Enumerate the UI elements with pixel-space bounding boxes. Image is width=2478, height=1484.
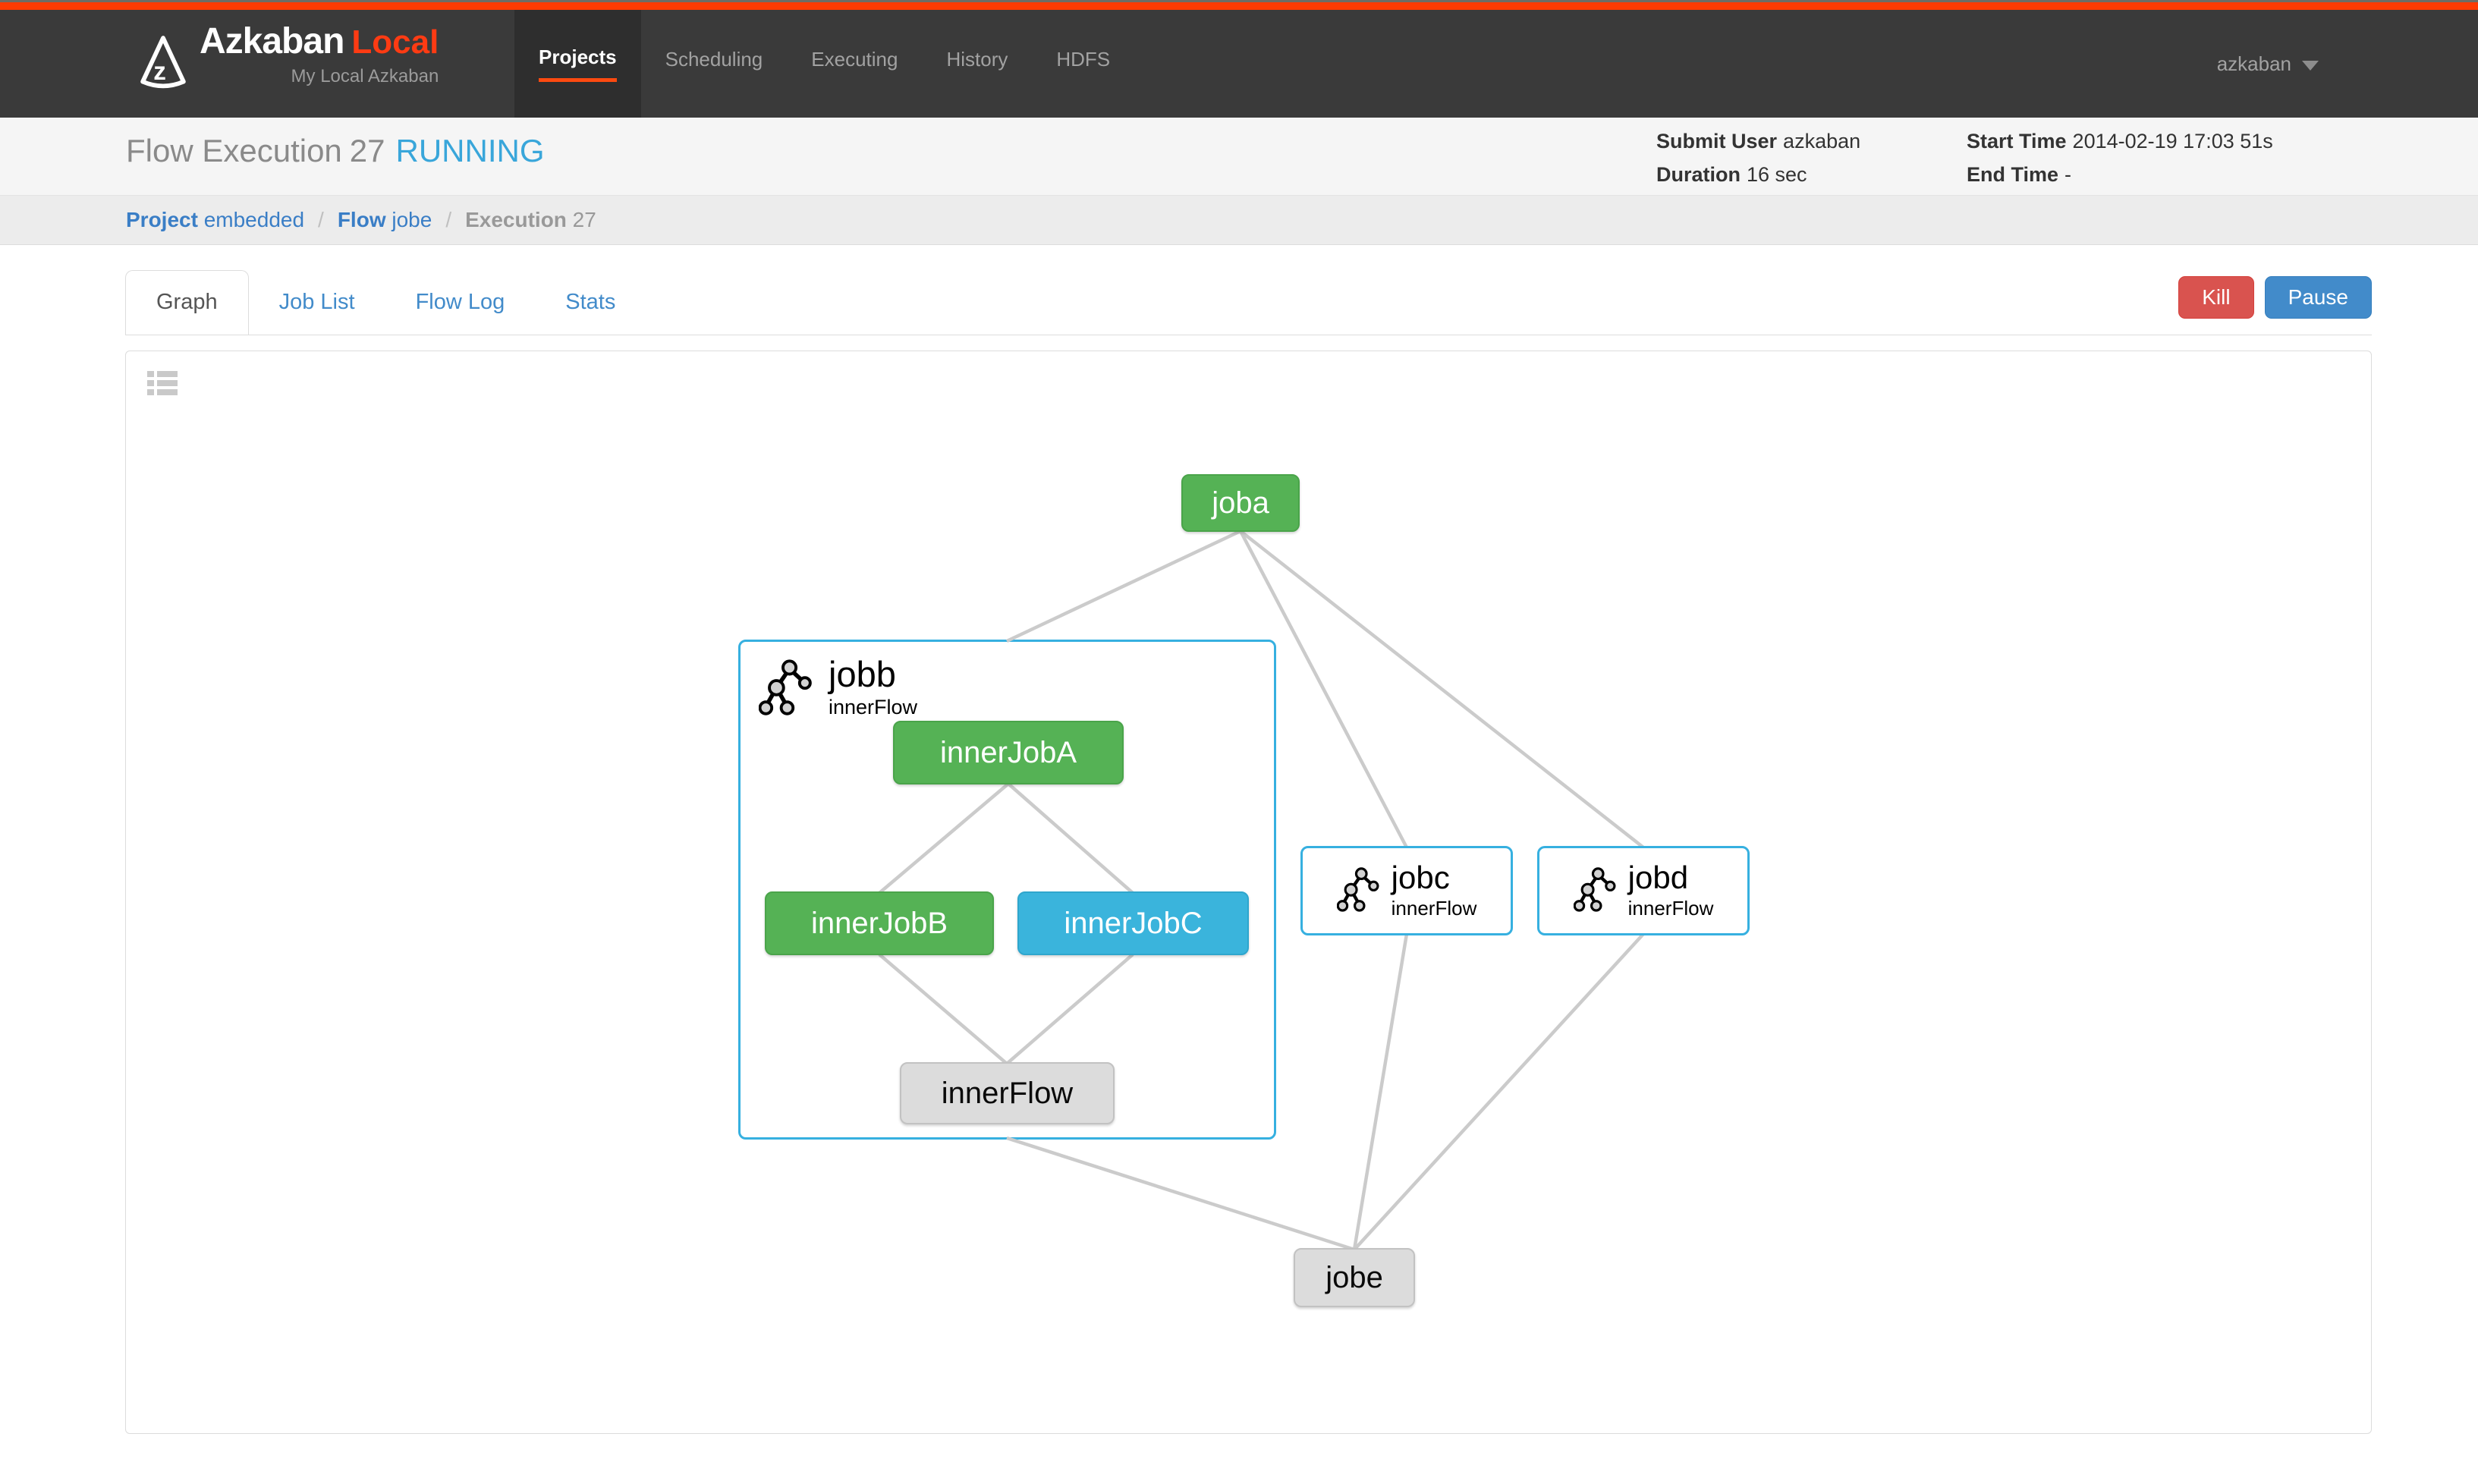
brand-subtitle: My Local Azkaban <box>291 66 439 86</box>
info-end-time: End Time- <box>1967 163 2072 186</box>
nav-item-label: Projects <box>539 46 617 82</box>
window-edge-strip <box>0 0 2478 2</box>
nav-item-projects[interactable]: Projects <box>514 10 641 118</box>
brand-suffix: Local <box>351 24 439 61</box>
node-label: innerJobA <box>939 735 1077 769</box>
embedded-flow-icon <box>1337 866 1384 916</box>
nav-item-scheduling[interactable]: Scheduling <box>641 10 788 118</box>
nav-item-label: HDFS <box>1056 47 1111 71</box>
tab-flow-log[interactable]: Flow Log <box>415 290 505 314</box>
tab-stats[interactable]: Stats <box>565 290 616 314</box>
embedded-flow-title: jobb <box>829 654 896 694</box>
node-label: innerJobC <box>1064 906 1203 940</box>
nav-item-label: History <box>946 47 1008 71</box>
embedded-flow-icon <box>1574 866 1621 916</box>
brand-name: Azkaban <box>200 21 344 61</box>
node-joba[interactable]: joba <box>1181 474 1300 532</box>
node-innerFlow[interactable]: innerFlow <box>900 1062 1115 1124</box>
nav-item-label: Executing <box>811 47 898 71</box>
node-label: joba <box>1212 486 1269 520</box>
breadcrumb-flow[interactable]: Flow jobe <box>337 208 432 231</box>
nav-item-hdfs[interactable]: HDFS <box>1032 10 1134 118</box>
node-innerJobC[interactable]: innerJobC <box>1017 891 1249 955</box>
tabs-row: Graph Job List Flow Log Stats Kill Pause <box>125 266 2372 335</box>
user-menu[interactable]: azkaban <box>2217 10 2319 118</box>
node-jobe[interactable]: jobe <box>1294 1248 1415 1307</box>
execution-id: 27 <box>349 133 385 168</box>
node-label: jobe <box>1325 1260 1383 1294</box>
tab-graph[interactable]: Graph <box>125 270 249 335</box>
embedded-flow-subtitle: innerFlow <box>1627 896 1714 920</box>
node-label: innerJobB <box>810 906 948 940</box>
nav-item-label: Scheduling <box>665 47 763 71</box>
list-view-icon[interactable] <box>147 371 178 395</box>
embedded-flow-title: jobc <box>1391 860 1450 896</box>
main-nav: Projects Scheduling Executing History HDFS <box>514 10 1134 118</box>
tab-bar: Graph Job List Flow Log Stats <box>125 266 2372 335</box>
breadcrumb: Project embedded / Flow jobe / Execution 27 <box>0 196 2478 245</box>
node-innerJobA[interactable]: innerJobA <box>893 721 1124 784</box>
embedded-flow-subtitle: innerFlow <box>1391 896 1477 920</box>
top-accent-bar <box>0 2 2478 10</box>
node-label: innerFlow <box>941 1076 1074 1110</box>
node-innerJobB[interactable]: innerJobB <box>765 891 994 955</box>
breadcrumb-separator: / <box>318 208 324 231</box>
pause-button[interactable]: Pause <box>2264 276 2372 319</box>
embedded-flow-icon <box>759 656 818 722</box>
breadcrumb-separator: / <box>445 208 452 231</box>
embedded-flow-title: jobd <box>1627 860 1689 896</box>
breadcrumb-project[interactable]: Project embedded <box>126 208 305 231</box>
azkaban-logo-icon: z <box>140 36 186 89</box>
nav-item-executing[interactable]: Executing <box>787 10 922 118</box>
tab-job-list[interactable]: Job List <box>278 290 355 314</box>
page-title-text: Flow Execution <box>126 133 342 168</box>
user-name: azkaban <box>2216 52 2291 75</box>
embedded-flow-subtitle: innerFlow <box>829 696 918 719</box>
nav-item-history[interactable]: History <box>922 10 1032 118</box>
status-badge: RUNNING <box>395 133 545 168</box>
breadcrumb-execution: Execution 27 <box>465 208 596 231</box>
kill-button[interactable]: Kill <box>2178 276 2254 319</box>
chevron-down-icon <box>2302 60 2319 71</box>
svg-text:z: z <box>153 58 166 86</box>
